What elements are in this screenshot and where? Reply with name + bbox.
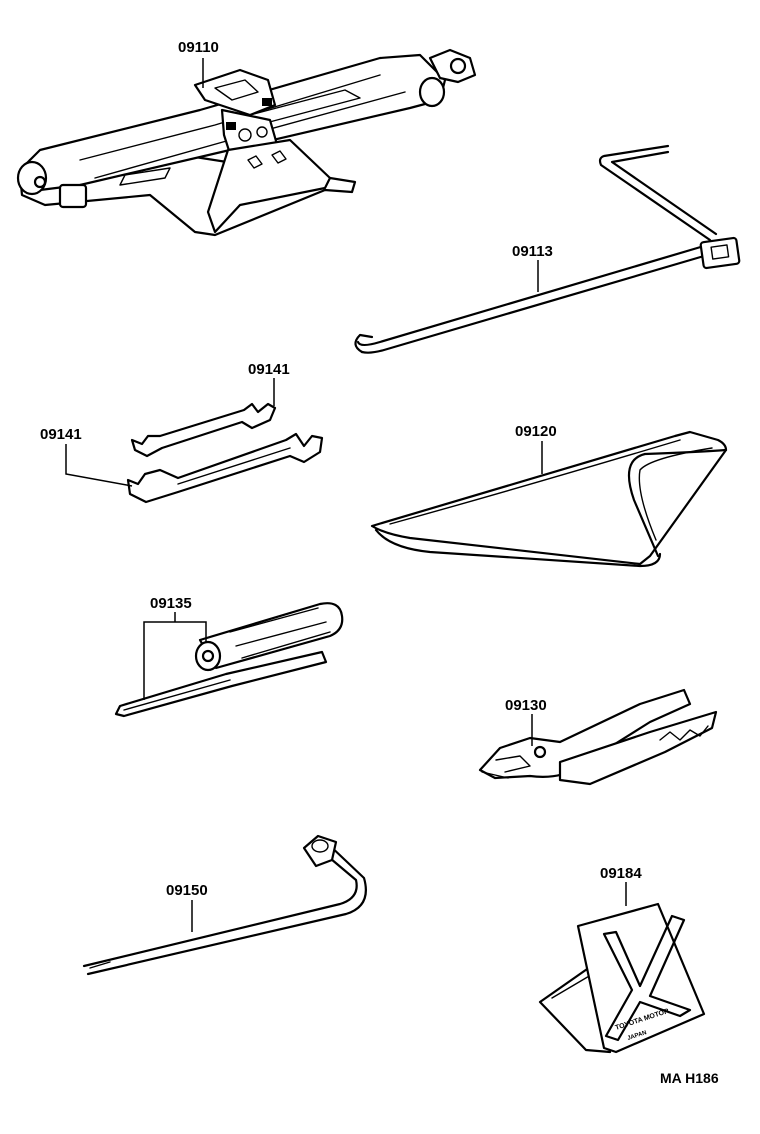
tool-bag-illustration (370, 430, 728, 568)
wheel-chock-illustration: TOYOTA MOTOR JAPAN (538, 902, 706, 1054)
pliers-illustration (478, 688, 718, 786)
part-number-wrench-lower: 09141 (40, 426, 82, 443)
reference-code: MA H186 (660, 1070, 719, 1086)
part-number-pliers: 09130 (505, 697, 547, 714)
wrench-upper-illustration (130, 402, 277, 458)
part-number-tool-bag: 09120 (515, 423, 557, 440)
wrench-lower-illustration (126, 432, 324, 504)
part-number-screwdriver: 09135 (150, 595, 192, 612)
jack-illustration (16, 48, 477, 237)
part-number-jack-handle: 09113 (512, 243, 553, 260)
chock-marking-line2: JAPAN (627, 1030, 648, 1042)
part-number-wheel-nut-wrench: 09150 (166, 882, 208, 899)
part-number-wrench-upper: 09141 (248, 361, 290, 378)
part-number-jack: 09110 (178, 39, 219, 56)
part-number-wheel-chock: 09184 (600, 865, 642, 882)
screwdriver-illustration (114, 602, 344, 718)
wheel-nut-wrench-illustration (82, 834, 367, 976)
jack-handle-illustration (354, 144, 741, 354)
